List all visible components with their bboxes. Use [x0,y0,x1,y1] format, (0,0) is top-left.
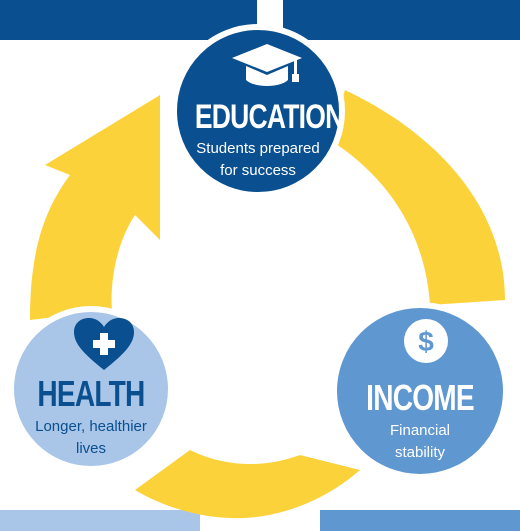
health-subtitle-line2: lives [75,440,106,457]
top-band-right [283,0,520,40]
cycle-arrow-income-to-health [135,450,360,519]
health-node: HEALTH Longer, healthier lives [8,306,174,472]
cycle-arrow-education-to-income [330,90,505,305]
svg-text:$: $ [418,326,434,357]
health-title: HEALTH [37,373,145,414]
cycle-arrow-health-to-education [30,95,160,320]
education-node: EDUCATION Students prepared for success [171,24,345,198]
education-subtitle-line2: for success [220,162,296,179]
heart-plus-icon [74,318,134,370]
income-subtitle-line2: stability [394,444,446,461]
bottom-band-left [0,510,200,531]
health-subtitle-line1: Longer, healthier [35,418,147,435]
dollar-icon: $ [404,319,448,363]
income-title: INCOME [366,377,474,418]
bottom-band-right [320,510,520,531]
education-title: EDUCATION [194,98,344,136]
income-subtitle-line1: Financial [389,422,451,439]
education-subtitle-line1: Students prepared [196,140,320,157]
income-node: $ INCOME Financial stability [331,302,509,480]
graduation-cap-icon [232,44,302,86]
top-band-left [0,0,257,40]
